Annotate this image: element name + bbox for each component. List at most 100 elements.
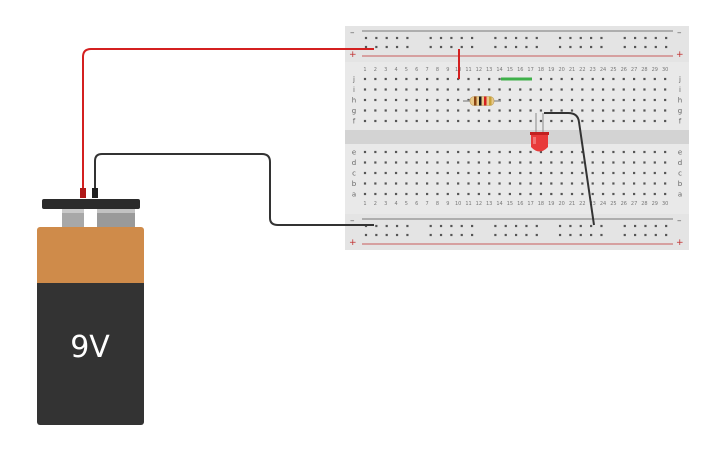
breadboard-hole[interactable] [519,88,522,91]
breadboard-hole[interactable] [591,182,594,185]
breadboard-hole[interactable] [384,161,387,164]
breadboard-hole[interactable] [363,119,367,123]
breadboard-hole[interactable] [498,109,501,112]
breadboard-hole[interactable] [426,161,429,164]
breadboard-hole[interactable] [405,150,408,154]
breadboard-hole[interactable] [436,161,439,164]
breadboard-hole[interactable] [539,88,543,91]
rail-hole[interactable] [395,224,399,228]
breadboard-hole[interactable] [405,171,408,175]
rail-hole[interactable] [406,36,409,40]
breadboard-hole[interactable] [446,150,449,154]
breadboard-hole[interactable] [653,98,656,102]
breadboard-hole[interactable] [570,77,574,81]
breadboard-hole[interactable] [363,171,367,175]
rail-hole[interactable] [395,233,399,237]
breadboard-hole[interactable] [405,98,408,102]
breadboard-hole[interactable] [498,161,501,164]
breadboard-hole[interactable] [529,119,532,123]
rail-hole[interactable] [579,224,582,228]
rail-hole[interactable] [439,233,443,237]
rail-hole[interactable] [665,45,668,49]
breadboard-hole[interactable] [415,109,418,112]
breadboard-hole[interactable] [363,182,367,185]
breadboard-hole[interactable] [457,119,460,123]
breadboard-hole[interactable] [519,119,522,123]
breadboard-hole[interactable] [498,171,501,175]
breadboard-hole[interactable] [633,77,636,81]
breadboard-hole[interactable] [384,109,387,112]
breadboard-hole[interactable] [426,109,429,112]
rail-hole[interactable] [558,36,562,40]
rail-hole[interactable] [429,233,432,237]
breadboard-hole[interactable] [436,150,439,154]
breadboard-hole[interactable] [529,192,532,196]
breadboard-hole[interactable] [591,109,594,112]
breadboard-hole[interactable] [539,109,543,112]
breadboard-hole[interactable] [488,150,491,154]
rail-hole[interactable] [579,36,582,40]
breadboard-hole[interactable] [633,119,636,123]
breadboard-hole[interactable] [415,119,418,123]
breadboard-hole[interactable] [384,98,387,102]
breadboard-hole[interactable] [664,171,667,175]
breadboard-hole[interactable] [581,150,584,154]
breadboard-hole[interactable] [529,171,532,175]
breadboard-hole[interactable] [612,150,615,154]
rail-hole[interactable] [450,224,453,228]
rail-hole[interactable] [514,224,518,228]
rail-hole[interactable] [375,233,378,237]
breadboard-hole[interactable] [529,109,532,112]
breadboard-hole[interactable] [633,109,636,112]
breadboard-hole[interactable] [643,77,646,81]
rail-hole[interactable] [406,45,409,49]
breadboard-hole[interactable] [550,192,553,196]
breadboard-hole[interactable] [519,98,522,102]
rail-hole[interactable] [504,224,507,228]
breadboard-hole[interactable] [394,150,398,154]
breadboard-hole[interactable] [446,98,449,102]
breadboard-hole[interactable] [570,192,574,196]
breadboard-hole[interactable] [601,192,605,196]
breadboard-hole[interactable] [570,182,574,185]
breadboard-hole[interactable] [591,77,594,81]
breadboard-hole[interactable] [633,150,636,154]
breadboard-hole[interactable] [622,77,625,81]
breadboard-hole[interactable] [581,77,584,81]
breadboard-hole[interactable] [467,161,470,164]
breadboard-hole[interactable] [498,77,501,81]
breadboard-hole[interactable] [394,161,398,164]
breadboard-hole[interactable] [374,171,377,175]
rail-hole[interactable] [644,224,647,228]
breadboard-hole[interactable] [591,88,594,91]
rail-hole[interactable] [535,224,538,228]
breadboard-hole[interactable] [457,182,460,185]
breadboard-hole[interactable] [394,182,398,185]
rail-hole[interactable] [470,224,474,228]
rail-hole[interactable] [665,224,668,228]
breadboard-hole[interactable] [415,77,418,81]
rail-hole[interactable] [504,36,507,40]
breadboard-hole[interactable] [653,109,656,112]
breadboard-hole[interactable] [539,77,543,81]
breadboard-hole[interactable] [467,109,470,112]
breadboard-hole[interactable] [363,161,367,164]
rail-hole[interactable] [644,45,647,49]
negative-wire[interactable] [94,153,374,226]
breadboard-hole[interactable] [643,109,646,112]
breadboard-hole[interactable] [633,182,636,185]
breadboard-hole[interactable] [550,77,553,81]
breadboard-hole[interactable] [612,77,615,81]
breadboard-hole[interactable] [664,182,667,185]
breadboard-hole[interactable] [415,182,418,185]
breadboard-hole[interactable] [457,150,460,154]
breadboard-hole[interactable] [467,119,470,123]
breadboard-hole[interactable] [643,98,646,102]
rail-hole[interactable] [406,233,409,237]
breadboard-hole[interactable] [374,150,377,154]
breadboard-hole[interactable] [664,192,667,196]
breadboard-hole[interactable] [612,171,615,175]
rail-hole[interactable] [644,36,647,40]
rail-hole[interactable] [460,45,463,49]
breadboard-hole[interactable] [643,161,646,164]
